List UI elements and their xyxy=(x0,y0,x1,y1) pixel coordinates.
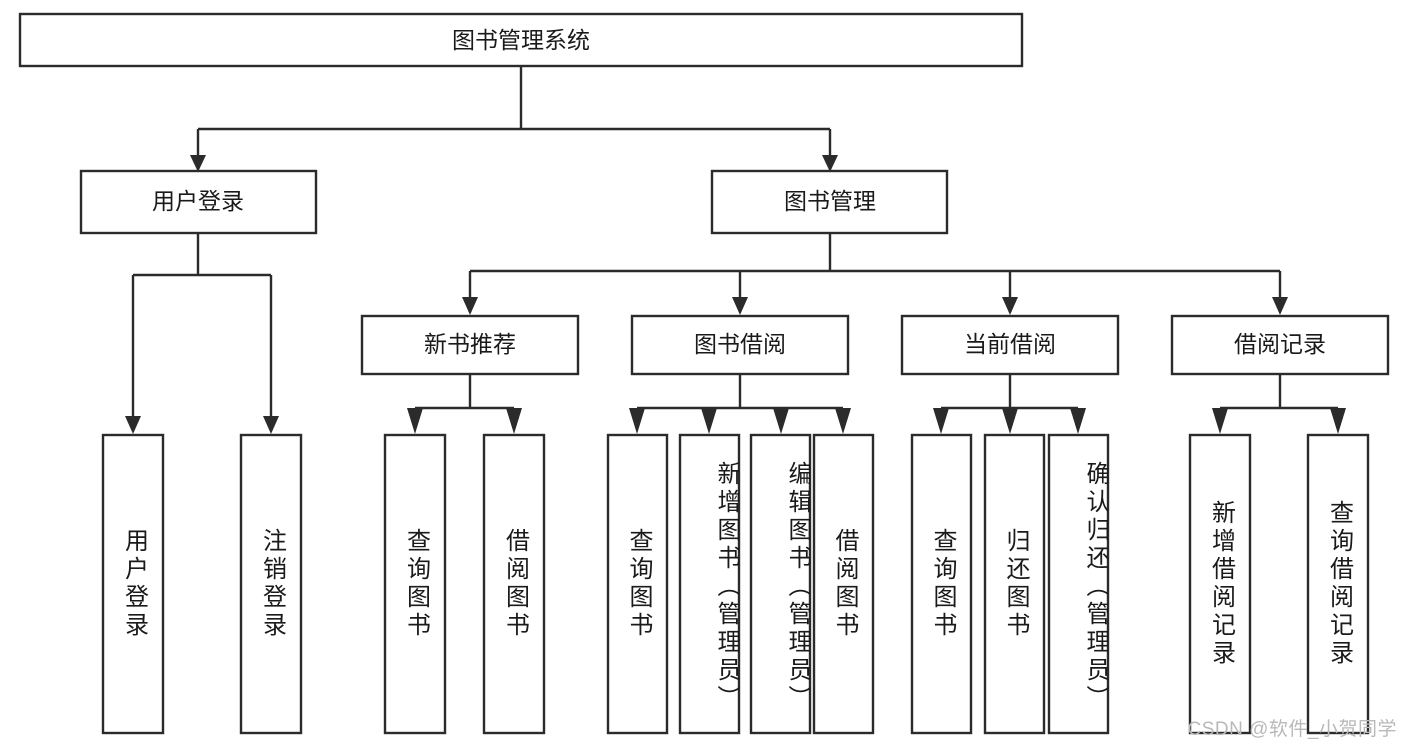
node-book-manage[interactable]: 图书管理 xyxy=(710,169,949,235)
node-book-borrow-box xyxy=(630,314,850,376)
arrow-to-current-borrow xyxy=(1002,297,1018,315)
arrow-to-leaf-query-book-1 xyxy=(407,408,423,434)
leaf-box-borrow-book-2[interactable] xyxy=(812,433,875,735)
leaf-box-logout[interactable] xyxy=(239,433,303,735)
leaf-box-query-book-1[interactable] xyxy=(383,433,447,735)
node-new-book-recommend[interactable]: 新书推荐 xyxy=(360,314,580,376)
leaf-box-layer xyxy=(101,433,1370,735)
node-borrow-record[interactable]: 借阅记录 xyxy=(1170,314,1390,376)
node-book-borrow-label: 图书借阅 xyxy=(694,331,786,357)
connector-layer xyxy=(125,66,1346,434)
leaf-box-add-record[interactable] xyxy=(1188,433,1252,735)
node-book-manage-label: 图书管理 xyxy=(784,188,876,214)
leaf-box-confirm-return[interactable] xyxy=(1047,433,1110,735)
leaf-box-user-login[interactable] xyxy=(101,433,165,735)
csdn-watermark: CSDN @软件_小贺同学 xyxy=(1187,719,1397,740)
node-book-manage-box xyxy=(710,169,949,235)
arrow-to-leaf-query-book-2 xyxy=(629,408,645,434)
node-new-book-recommend-label: 新书推荐 xyxy=(424,331,516,357)
leaf-box-add-book[interactable] xyxy=(678,433,741,735)
arrow-to-borrow-record xyxy=(1272,297,1288,315)
node-root[interactable]: 图书管理系统 xyxy=(18,12,1024,68)
node-current-borrow-label: 当前借阅 xyxy=(964,331,1056,357)
node-current-borrow-box xyxy=(900,314,1120,376)
arrow-to-leaf-borrow-book-1 xyxy=(506,408,522,434)
connector-bookmanage-bus xyxy=(468,233,1282,298)
arrow-to-leaf-add-record xyxy=(1212,408,1228,434)
connector-record-bus xyxy=(1218,374,1340,418)
connector-userlogin-bus xyxy=(131,233,273,418)
node-current-borrow[interactable]: 当前借阅 xyxy=(900,314,1120,376)
node-book-borrow[interactable]: 图书借阅 xyxy=(630,314,850,376)
arrow-to-user-login xyxy=(190,155,206,172)
leaf-box-edit-book[interactable] xyxy=(749,433,812,735)
arrow-to-leaf-confirm-return xyxy=(1070,408,1086,434)
leaf-box-query-record[interactable] xyxy=(1306,433,1370,735)
arrow-to-leaf-logout xyxy=(263,416,279,434)
connector-root-to-level2 xyxy=(196,66,832,155)
node-user-login-label: 用户登录 xyxy=(152,188,244,214)
node-new-book-recommend-box xyxy=(360,314,580,376)
arrow-to-leaf-add-book xyxy=(701,408,717,434)
node-borrow-record-box xyxy=(1170,314,1390,376)
node-borrow-record-label: 借阅记录 xyxy=(1234,331,1326,357)
arrow-to-leaf-query-book-3 xyxy=(933,408,949,434)
node-user-login[interactable]: 用户登录 xyxy=(79,169,318,235)
node-root-label: 图书管理系统 xyxy=(452,27,590,53)
arrow-to-leaf-return-book xyxy=(1002,408,1018,434)
arrow-to-leaf-user-login xyxy=(125,416,141,434)
leaf-box-borrow-book-1[interactable] xyxy=(482,433,546,735)
arrow-to-leaf-edit-book xyxy=(773,408,789,434)
arrow-to-leaf-borrow-book-2 xyxy=(835,408,851,434)
arrow-to-leaf-query-record xyxy=(1330,408,1346,434)
arrow-to-book-manage xyxy=(822,155,838,172)
arrow-to-book-borrow xyxy=(732,297,748,315)
leaf-box-query-book-3[interactable] xyxy=(910,433,973,735)
connector-recommend-bus xyxy=(413,374,516,418)
node-user-login-box xyxy=(79,169,318,235)
leaf-box-query-book-2[interactable] xyxy=(606,433,669,735)
node-root-box xyxy=(18,12,1024,68)
arrow-to-new-book-recommend xyxy=(462,297,478,315)
connector-borrow-bus xyxy=(635,374,845,418)
leaf-box-return-book[interactable] xyxy=(983,433,1046,735)
